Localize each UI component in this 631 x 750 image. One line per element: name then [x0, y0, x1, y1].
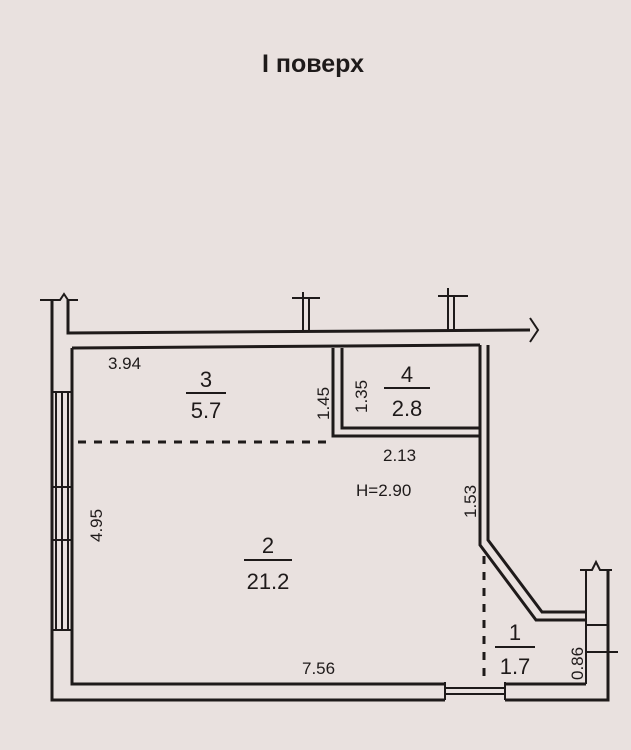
room-label-4: 4 2.8 — [384, 362, 430, 421]
svg-text:4: 4 — [401, 362, 413, 387]
svg-text:5.7: 5.7 — [191, 398, 222, 423]
room-label-1: 1 1.7 — [495, 620, 535, 679]
dim-room4-height: 1.35 — [352, 380, 371, 413]
floor-title: I поверх — [262, 50, 364, 78]
svg-text:3: 3 — [200, 367, 212, 392]
svg-text:1: 1 — [509, 620, 521, 645]
dim-right-segment: 1.53 — [461, 485, 480, 518]
dim-room3-width: 3.94 — [108, 354, 141, 373]
ceiling-height: H=2.90 — [356, 481, 411, 500]
walls — [40, 288, 618, 702]
svg-text:1.7: 1.7 — [500, 654, 531, 679]
dim-room4-width: 2.13 — [383, 446, 416, 465]
room-label-3: 3 5.7 — [186, 367, 226, 423]
dim-entry-depth: 0.86 — [568, 647, 587, 680]
room-label-2: 2 21.2 — [244, 533, 292, 594]
svg-text:2.8: 2.8 — [392, 396, 423, 421]
dim-room3-height: 1.45 — [314, 387, 333, 420]
dim-bottom-width: 7.56 — [302, 659, 335, 678]
svg-text:2: 2 — [262, 533, 274, 558]
svg-text:21.2: 21.2 — [247, 569, 290, 594]
dim-left-height: 4.95 — [87, 509, 106, 542]
